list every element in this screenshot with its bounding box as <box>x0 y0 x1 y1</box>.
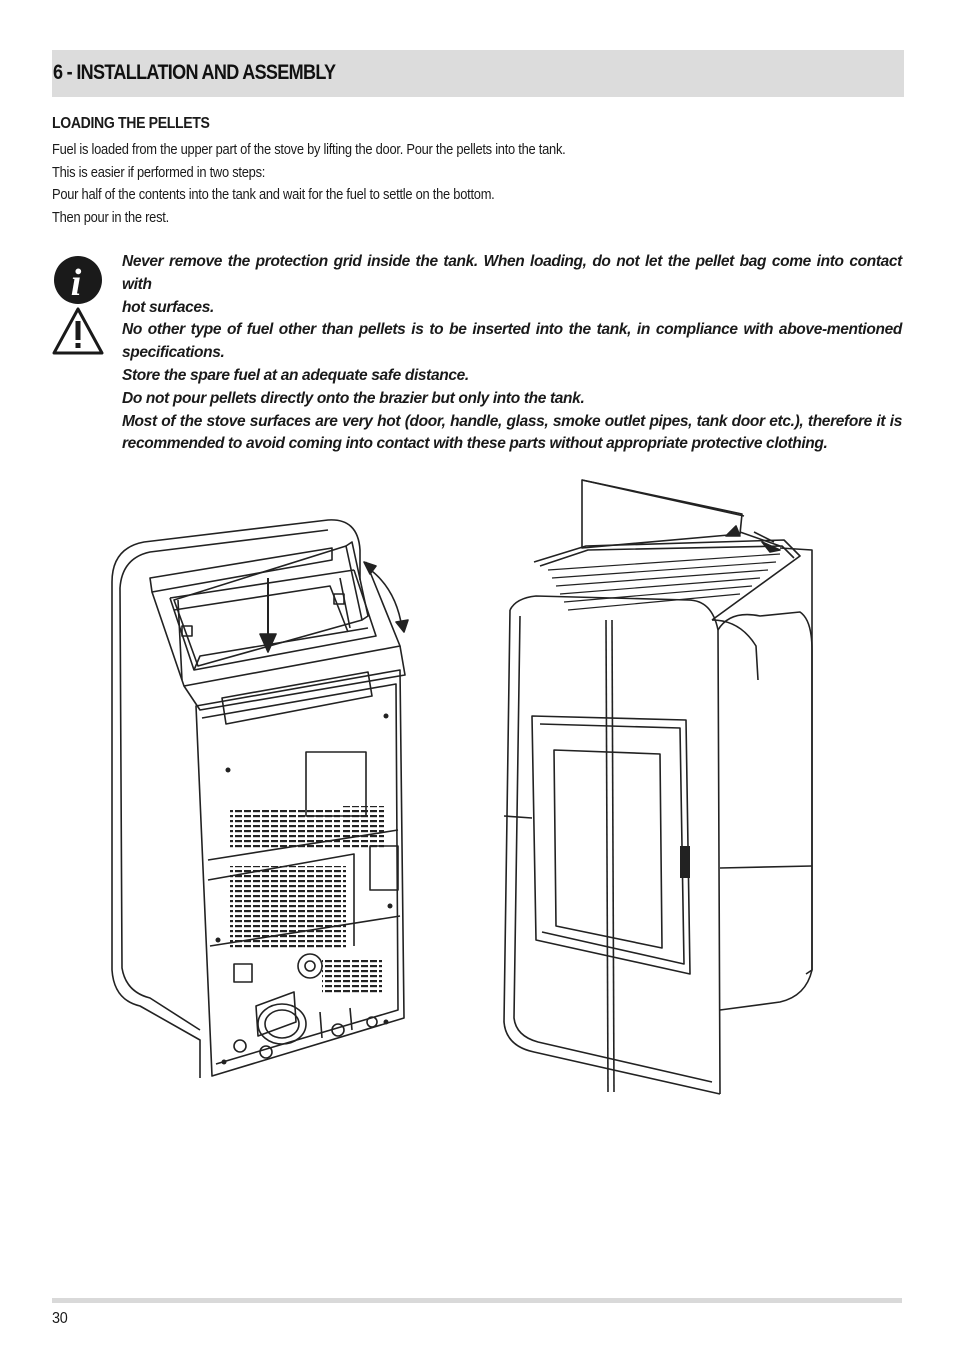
body-text: Fuel is loaded from the upper part of th… <box>52 139 912 229</box>
warning-line: Store the spare fuel at an adequate safe… <box>122 366 469 384</box>
footer-rule <box>52 1298 902 1303</box>
warning-line: Do not pour pellets directly onto the br… <box>122 389 585 407</box>
stove-front-view <box>503 479 813 1095</box>
section-title: 6 - INSTALLATION AND ASSEMBLY <box>53 61 336 84</box>
warning-line: Never remove the protection grid inside … <box>122 253 902 293</box>
page-number: 30 <box>52 1310 68 1327</box>
warning-line: hot surfaces. <box>122 298 214 316</box>
warning-line: No other type of fuel other than pellets… <box>122 321 902 339</box>
body-line: Then pour in the rest. <box>52 208 169 226</box>
warning-triangle-icon <box>52 307 104 355</box>
info-icon: i <box>54 256 102 304</box>
section-header: 6 - INSTALLATION AND ASSEMBLY <box>52 50 904 97</box>
subheading: LOADING THE PELLETS <box>52 115 210 132</box>
body-line: Fuel is loaded from the upper part of th… <box>52 141 566 158</box>
stove-rear-view <box>111 519 409 1078</box>
warning-line: Most of the stove surfaces are very hot … <box>122 412 902 430</box>
body-line: Pour half of the contents into the tank … <box>52 186 495 204</box>
warning-icons: i <box>52 256 104 355</box>
svg-text:i: i <box>71 262 82 304</box>
warning-text: Never remove the protection grid inside … <box>122 251 902 456</box>
warning-line: specifications. <box>122 344 225 362</box>
stove-illustration <box>111 479 813 1095</box>
body-line: This is easier if performed in two steps… <box>52 163 266 181</box>
warning-line: recommended to avoid coming into contact… <box>122 435 828 453</box>
